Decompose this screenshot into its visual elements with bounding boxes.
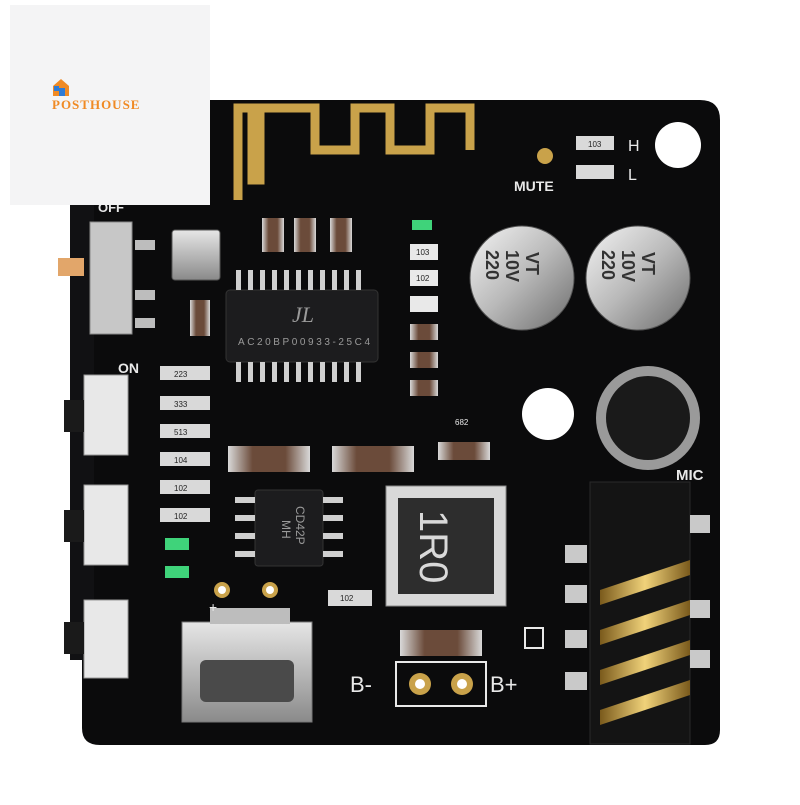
cap-right-series: VT [638, 252, 658, 275]
chip-main-logo: JL [292, 302, 314, 327]
h-label: H [628, 138, 640, 155]
cap-left-series: VT [522, 252, 542, 275]
switch-pin [135, 318, 155, 328]
resistor-code: 682 [455, 418, 469, 427]
main-bluetooth-chip [225, 270, 379, 382]
switch-pin [135, 290, 155, 300]
chip-main-label: AC20BP00933-25C4 [238, 337, 370, 348]
audio-jack [565, 481, 710, 745]
push-button-top[interactable] [64, 374, 129, 456]
push-button-bottom[interactable] [64, 599, 129, 679]
resistor-code: 102 [340, 594, 354, 603]
mic-label: MIC [676, 467, 704, 484]
power-inductor [385, 485, 507, 607]
smd-part [262, 218, 284, 252]
house-logo-icon [53, 79, 69, 96]
switch-pin [135, 240, 155, 250]
mute-label: MUTE [514, 178, 554, 194]
push-button-middle[interactable] [64, 484, 129, 566]
slide-switch-body [89, 221, 133, 335]
b-minus-label: B- [350, 672, 372, 697]
capacitor-left [469, 225, 575, 331]
resistor-code: 333 [174, 400, 188, 409]
mounting-hole-top [655, 122, 701, 168]
resistor-column-left [160, 366, 210, 578]
resistor-usb [328, 590, 372, 606]
small-square-pad [524, 627, 544, 649]
resistor-code: 102 [174, 512, 188, 521]
amp-chip-label-2: CD42P [293, 506, 307, 545]
resistor-code: 102 [416, 274, 430, 283]
smd-capacitor [332, 446, 414, 472]
top-right-resistor [576, 136, 614, 150]
resistor-code: 103 [416, 248, 430, 257]
resistor-code: 513 [174, 428, 188, 437]
top-right-resistor [576, 165, 614, 179]
amp-chip-label-1: MH [279, 520, 293, 539]
smd-capacitor [400, 630, 482, 656]
battery-plus-pad-hole [457, 679, 467, 689]
micro-usb-port [181, 608, 313, 723]
top-resistor-code: 103 [588, 140, 602, 149]
capacitor-right [585, 225, 691, 331]
b-plus-label: B+ [490, 672, 518, 697]
brand-logo-text: POSTHOUSE [52, 97, 141, 112]
cap-right-value: 220 [598, 250, 618, 280]
switch-on-label: ON [118, 360, 139, 376]
usb-plus-label: + [209, 599, 217, 615]
antenna-trace [233, 103, 475, 200]
smd-part [330, 218, 352, 252]
resistor-code: 104 [174, 456, 188, 465]
inductor-label: 1R0 [411, 510, 455, 583]
l-label: L [628, 167, 637, 184]
microphone [596, 366, 700, 470]
amplifier-chip [235, 489, 343, 567]
mute-pad [537, 148, 553, 164]
smd-capacitor [228, 446, 310, 472]
slide-switch-knob[interactable] [58, 258, 84, 276]
battery-pad-box [395, 661, 487, 707]
cap-right-voltage: 10V [618, 250, 638, 282]
crystal-oscillator [171, 229, 221, 281]
usb-pad-hole [218, 586, 226, 594]
resistor-column-right [410, 220, 490, 460]
cap-left-voltage: 10V [502, 250, 522, 282]
resistor-code: 102 [174, 484, 188, 493]
usb-pad-hole [266, 586, 274, 594]
battery-minus-pad-hole [415, 679, 425, 689]
resistor-code: 223 [174, 370, 188, 379]
mounting-hole-middle [522, 388, 574, 440]
cap-left-value: 220 [482, 250, 502, 280]
smd-part [294, 218, 316, 252]
watermark-logo-box [10, 5, 210, 205]
smd-part [190, 300, 210, 336]
